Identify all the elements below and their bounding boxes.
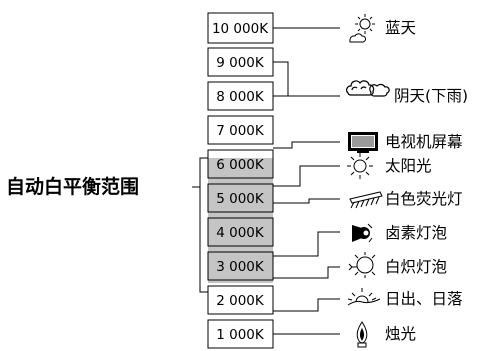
label-sunlight: 太阳光 (385, 157, 432, 175)
tv-icon (348, 132, 378, 153)
fluorescent-lamp-icon (349, 191, 383, 209)
temp-label-10000k: 10 000K (212, 21, 269, 37)
label-sunrise-sunset: 日出、日落 (385, 290, 463, 308)
label-fluorescent: 白色荧光灯 (385, 190, 463, 208)
temp-label-5000k: 5 000K (216, 191, 265, 207)
halogen-lamp-icon (352, 223, 373, 243)
connector-overcast (273, 61, 340, 97)
temp-cell-7000k (207, 115, 274, 145)
temp-cell-4000k (207, 217, 274, 247)
sunrise-icon (347, 288, 381, 306)
candle-icon (356, 321, 368, 348)
connector-halogen (273, 231, 340, 257)
temp-cell-6000k (207, 149, 274, 179)
label-halogen: 卤素灯泡 (385, 224, 447, 242)
label-tv-screen: 电视机屏幕 (385, 133, 463, 151)
auto-range-band (208, 158, 273, 283)
temp-cell-5000k (207, 183, 274, 213)
temp-label-2000k: 2 000K (216, 293, 265, 309)
temp-label-8000k: 8 000K (216, 89, 265, 105)
temp-cell-2000k (207, 285, 274, 315)
temp-label-7000k: 7 000K (216, 123, 265, 139)
connector-tv (273, 141, 340, 149)
temp-label-4000k: 4 000K (216, 225, 265, 241)
label-blue-sky: 蓝天 (385, 19, 416, 37)
connector-sunrise (273, 298, 340, 312)
light-bulb-icon (348, 252, 376, 278)
auto-range-label: 自动白平衡范围 (6, 175, 139, 198)
connector-sunlight (273, 165, 340, 187)
temperature-column (207, 12, 274, 349)
temp-label-9000k: 9 000K (216, 55, 265, 71)
connector-fluorescent (273, 198, 340, 204)
connector-incandescent (273, 266, 340, 279)
sun-behind-cloud-icon (349, 14, 375, 43)
temp-label-6000k: 6 000K (216, 157, 265, 173)
label-overcast: 阴天(下雨) (394, 87, 468, 105)
sun-icon (347, 153, 373, 179)
clouds-icon (346, 80, 390, 97)
label-candle: 烛光 (385, 325, 416, 343)
temp-label-1000k: 1 000K (216, 327, 265, 343)
label-incandescent: 白炽灯泡 (385, 258, 447, 276)
temp-cell-3000k (207, 251, 274, 281)
connector-lines (273, 27, 340, 335)
auto-range-bracket (192, 157, 208, 293)
temp-label-3000k: 3 000K (216, 259, 265, 275)
